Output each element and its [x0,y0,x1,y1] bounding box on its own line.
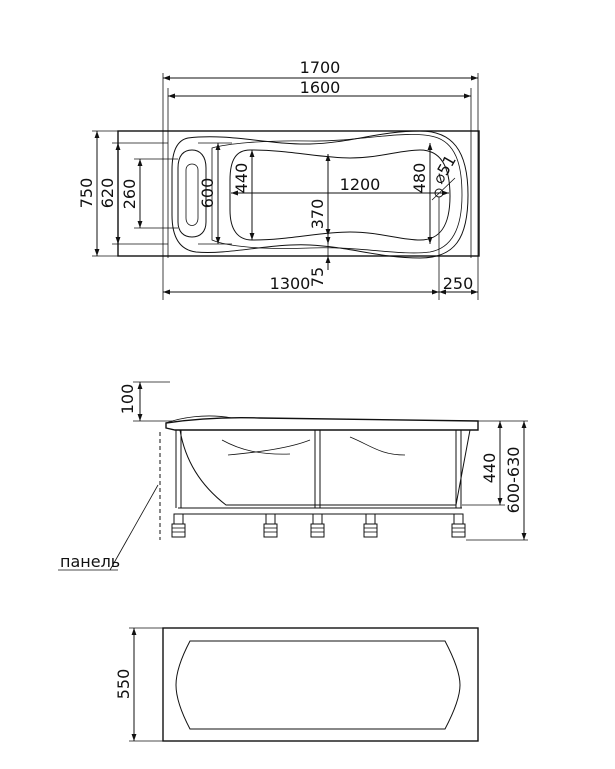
support-leg [451,430,466,538]
dim-1700-label: 1700 [300,58,341,77]
dim-depth-label: 440 [480,453,499,484]
dim-250-label: 250 [443,274,474,293]
headrest [177,149,207,238]
dim-260-label: 260 [120,179,139,210]
drain-diameter-label: ⌀51 [429,152,460,187]
dim-75-label: 75 [308,267,327,287]
support-leg [263,513,278,538]
dim-550-label: 550 [114,669,133,700]
dim-100-label: 100 [118,384,137,415]
dim-1200-label: 1200 [340,175,381,194]
dim-1600-label: 1600 [300,78,341,97]
bowl-inner-contour [229,149,451,241]
front-panel [162,627,479,742]
dim-1300-label: 1300 [270,274,311,293]
dim-height-label: 600-630 [504,447,523,514]
dim-480-label: 480 [410,163,429,194]
support-leg [363,513,378,538]
panel-view: 550 [114,627,479,742]
panel-label: панель [60,552,120,571]
front-panel-recess [175,640,461,730]
support-leg [171,430,186,538]
side-view: 100 [58,381,528,571]
dim-370-label: 370 [308,199,327,230]
support-leg [310,430,325,538]
bowl-mid-contour [211,133,463,254]
bowl-outer-contour [171,130,469,259]
top-view: 1700 1600 750 620 260 600 [77,58,480,300]
dim-750-label: 750 [77,178,96,209]
dim-600-label: 600 [198,178,217,209]
tub-body [179,429,471,506]
dim-620-label: 620 [98,178,117,209]
dim-440-label: 440 [232,163,251,194]
tub-rim [165,416,479,431]
